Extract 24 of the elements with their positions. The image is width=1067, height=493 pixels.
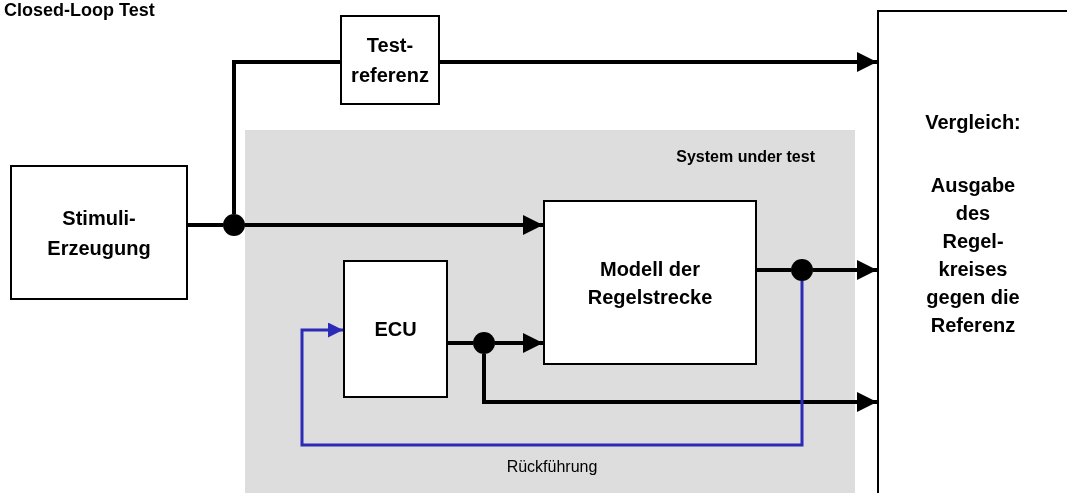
process-box: [343, 260, 448, 398]
arrow: [440, 52, 877, 72]
arrow: [245, 215, 543, 235]
connector-line: [188, 223, 223, 227]
node-label: Test- referenz: [350, 33, 430, 88]
arrow: [300, 281, 804, 447]
node-label: System under test: [676, 147, 815, 167]
process-box: [340, 15, 440, 105]
connector-line: [757, 268, 791, 272]
arrow: [482, 354, 877, 412]
connector-line: [448, 341, 473, 345]
process-box: [10, 165, 188, 300]
diagram-title: Closed-Loop Test: [4, 0, 155, 20]
system-panel: [245, 130, 855, 493]
arrow: [495, 333, 543, 353]
connector-line: [232, 60, 340, 214]
node-label: ECU: [374, 317, 417, 342]
comparison-box: [877, 10, 1067, 493]
node-label: Stimuli- Erzeugung: [46, 205, 152, 261]
process-box: [543, 200, 757, 365]
arrow: [813, 260, 877, 280]
node-label: Ausgabe des Regel- kreises gegen die Referenz: [925, 173, 1021, 338]
node-label: Modell der Regelstrecke: [586, 256, 714, 310]
node-label: Vergleich:: [925, 110, 1021, 135]
